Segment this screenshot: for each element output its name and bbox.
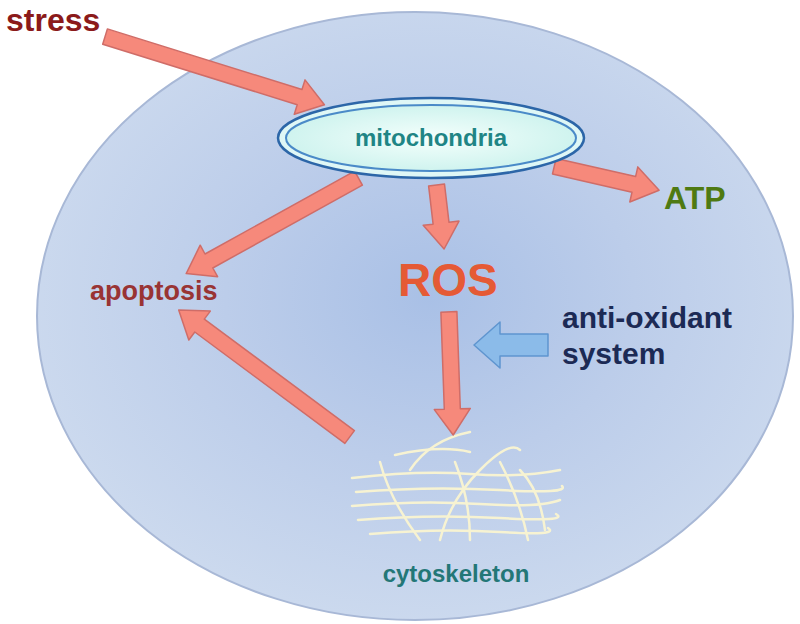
block-arrow xyxy=(103,29,325,114)
block-arrow xyxy=(434,312,470,435)
node-text: ROS xyxy=(398,254,498,307)
block-arrow xyxy=(186,171,362,277)
ros-label: ROS xyxy=(398,254,498,307)
cell-membrane xyxy=(37,12,793,620)
cytoskeleton-filaments xyxy=(352,432,563,540)
block-arrow xyxy=(553,158,660,202)
stimulus-label: stress xyxy=(6,2,100,39)
node-text: cytoskeleton xyxy=(383,560,530,588)
cytoskeleton-structure: cytoskeleton xyxy=(348,440,564,592)
defense-label: anti-oxidant system xyxy=(562,300,786,372)
node-text: anti-oxidant system xyxy=(562,300,786,372)
outcome-label: apoptosis xyxy=(90,276,218,307)
block-arrow xyxy=(423,184,459,249)
product-label: ATP xyxy=(664,180,726,217)
node-text: ATP xyxy=(664,180,726,217)
mitochondria-organelle: mitochondria xyxy=(276,96,586,180)
node-text: stress xyxy=(6,2,100,39)
node-text: apoptosis xyxy=(90,276,218,307)
node-text: mitochondria xyxy=(355,124,507,152)
block-arrow xyxy=(179,310,355,443)
antioxidant-arrow xyxy=(474,322,548,368)
